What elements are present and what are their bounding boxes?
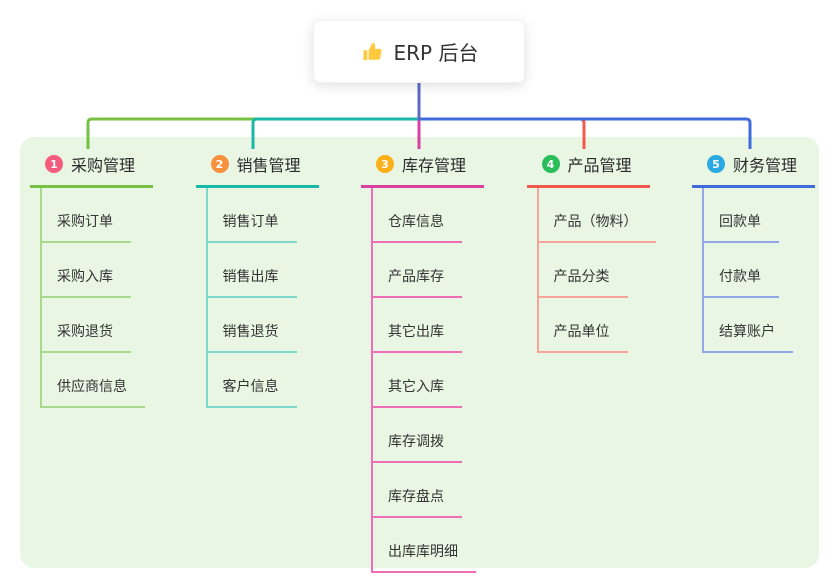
child-node[interactable]: 库存调拨 bbox=[373, 408, 462, 463]
child-label: 产品分类 bbox=[553, 269, 610, 285]
branch-3: 3 库存管理 仓库信息 产品库存 其它出库 其它入库 库存调拨 库存盘点 出库库… bbox=[361, 149, 527, 573]
branch-number-badge: 2 bbox=[210, 155, 229, 173]
child-node[interactable]: 仓库信息 bbox=[373, 188, 462, 243]
child-label: 供应商信息 bbox=[57, 379, 127, 395]
branch-children: 产品（物料） 产品分类 产品单位 bbox=[536, 188, 693, 353]
child-label: 付款单 bbox=[719, 269, 761, 285]
child-label: 库存调拨 bbox=[388, 434, 444, 450]
branch-children: 回款单 付款单 结算账户 bbox=[702, 188, 839, 353]
child-label: 回款单 bbox=[719, 214, 761, 230]
root-label: ERP 后台 bbox=[393, 41, 479, 65]
branch-label: 库存管理 bbox=[402, 156, 467, 175]
child-node[interactable]: 回款单 bbox=[704, 188, 779, 243]
branch-5: 5 财务管理 回款单 付款单 结算账户 bbox=[692, 149, 839, 573]
branch-number-badge: 1 bbox=[45, 155, 63, 173]
child-node[interactable]: 供应商信息 bbox=[42, 353, 145, 408]
child-node[interactable]: 销售出库 bbox=[207, 243, 297, 298]
branch-2: 2 销售管理 销售订单 销售出库 销售退货 客户信息 bbox=[195, 149, 362, 573]
child-node[interactable]: 产品库存 bbox=[373, 243, 462, 298]
branch-4: 4 产品管理 产品（物料） 产品分类 产品单位 bbox=[526, 149, 693, 573]
branch-title[interactable]: 4 产品管理 bbox=[526, 149, 650, 188]
branch-children: 销售订单 销售出库 销售退货 客户信息 bbox=[205, 188, 362, 408]
child-label: 其它入库 bbox=[388, 379, 444, 395]
child-label: 仓库信息 bbox=[388, 214, 444, 230]
child-node[interactable]: 结算账户 bbox=[704, 298, 793, 353]
branch-title[interactable]: 5 财务管理 bbox=[692, 149, 816, 188]
child-label: 产品单位 bbox=[553, 324, 610, 340]
child-node[interactable]: 库存盘点 bbox=[373, 463, 462, 518]
branch-children: 仓库信息 产品库存 其它出库 其它入库 库存调拨 库存盘点 出库库明细 bbox=[371, 188, 527, 573]
child-node[interactable]: 采购退货 bbox=[42, 298, 131, 353]
child-node[interactable]: 其它入库 bbox=[373, 353, 462, 408]
thumbs-up-icon bbox=[360, 40, 384, 64]
child-label: 销售出库 bbox=[222, 269, 279, 285]
child-node[interactable]: 产品单位 bbox=[538, 298, 628, 353]
child-label: 客户信息 bbox=[222, 379, 279, 395]
child-label: 销售退货 bbox=[222, 324, 279, 340]
branch-1: 1 采购管理 采购订单 采购入库 采购退货 供应商信息 bbox=[30, 149, 196, 573]
branch-title[interactable]: 3 库存管理 bbox=[361, 149, 485, 188]
child-node[interactable]: 产品（物料） bbox=[538, 188, 656, 243]
child-label: 产品（物料） bbox=[553, 214, 638, 230]
branch-label: 财务管理 bbox=[733, 156, 798, 175]
child-label: 结算账户 bbox=[719, 324, 775, 340]
branch-title[interactable]: 1 采购管理 bbox=[30, 149, 154, 188]
child-label: 其它出库 bbox=[388, 324, 444, 340]
child-label: 采购退货 bbox=[57, 324, 113, 340]
child-label: 采购入库 bbox=[57, 269, 113, 285]
child-node[interactable]: 其它出库 bbox=[373, 298, 462, 353]
branch-label: 销售管理 bbox=[236, 156, 301, 175]
branch-number-badge: 3 bbox=[376, 155, 394, 173]
root-node[interactable]: ERP 后台 bbox=[313, 20, 525, 83]
child-label: 采购订单 bbox=[57, 214, 113, 230]
branch-label: 采购管理 bbox=[71, 156, 136, 175]
branch-number-badge: 4 bbox=[541, 155, 560, 173]
child-label: 库存盘点 bbox=[388, 489, 444, 505]
child-label: 出库库明细 bbox=[388, 544, 458, 560]
child-node[interactable]: 产品分类 bbox=[538, 243, 628, 298]
child-node[interactable]: 销售订单 bbox=[207, 188, 297, 243]
child-node[interactable]: 付款单 bbox=[704, 243, 779, 298]
child-label: 销售订单 bbox=[222, 214, 279, 230]
child-node[interactable]: 采购订单 bbox=[42, 188, 131, 243]
branch-label: 产品管理 bbox=[567, 156, 632, 175]
branch-title[interactable]: 2 销售管理 bbox=[195, 149, 319, 188]
branch-number-badge: 5 bbox=[707, 155, 725, 173]
child-node[interactable]: 采购入库 bbox=[42, 243, 131, 298]
branch-children: 采购订单 采购入库 采购退货 供应商信息 bbox=[40, 188, 196, 408]
child-node[interactable]: 出库库明细 bbox=[373, 518, 476, 573]
child-node[interactable]: 客户信息 bbox=[207, 353, 297, 408]
child-label: 产品库存 bbox=[388, 269, 444, 285]
child-node[interactable]: 销售退货 bbox=[207, 298, 297, 353]
